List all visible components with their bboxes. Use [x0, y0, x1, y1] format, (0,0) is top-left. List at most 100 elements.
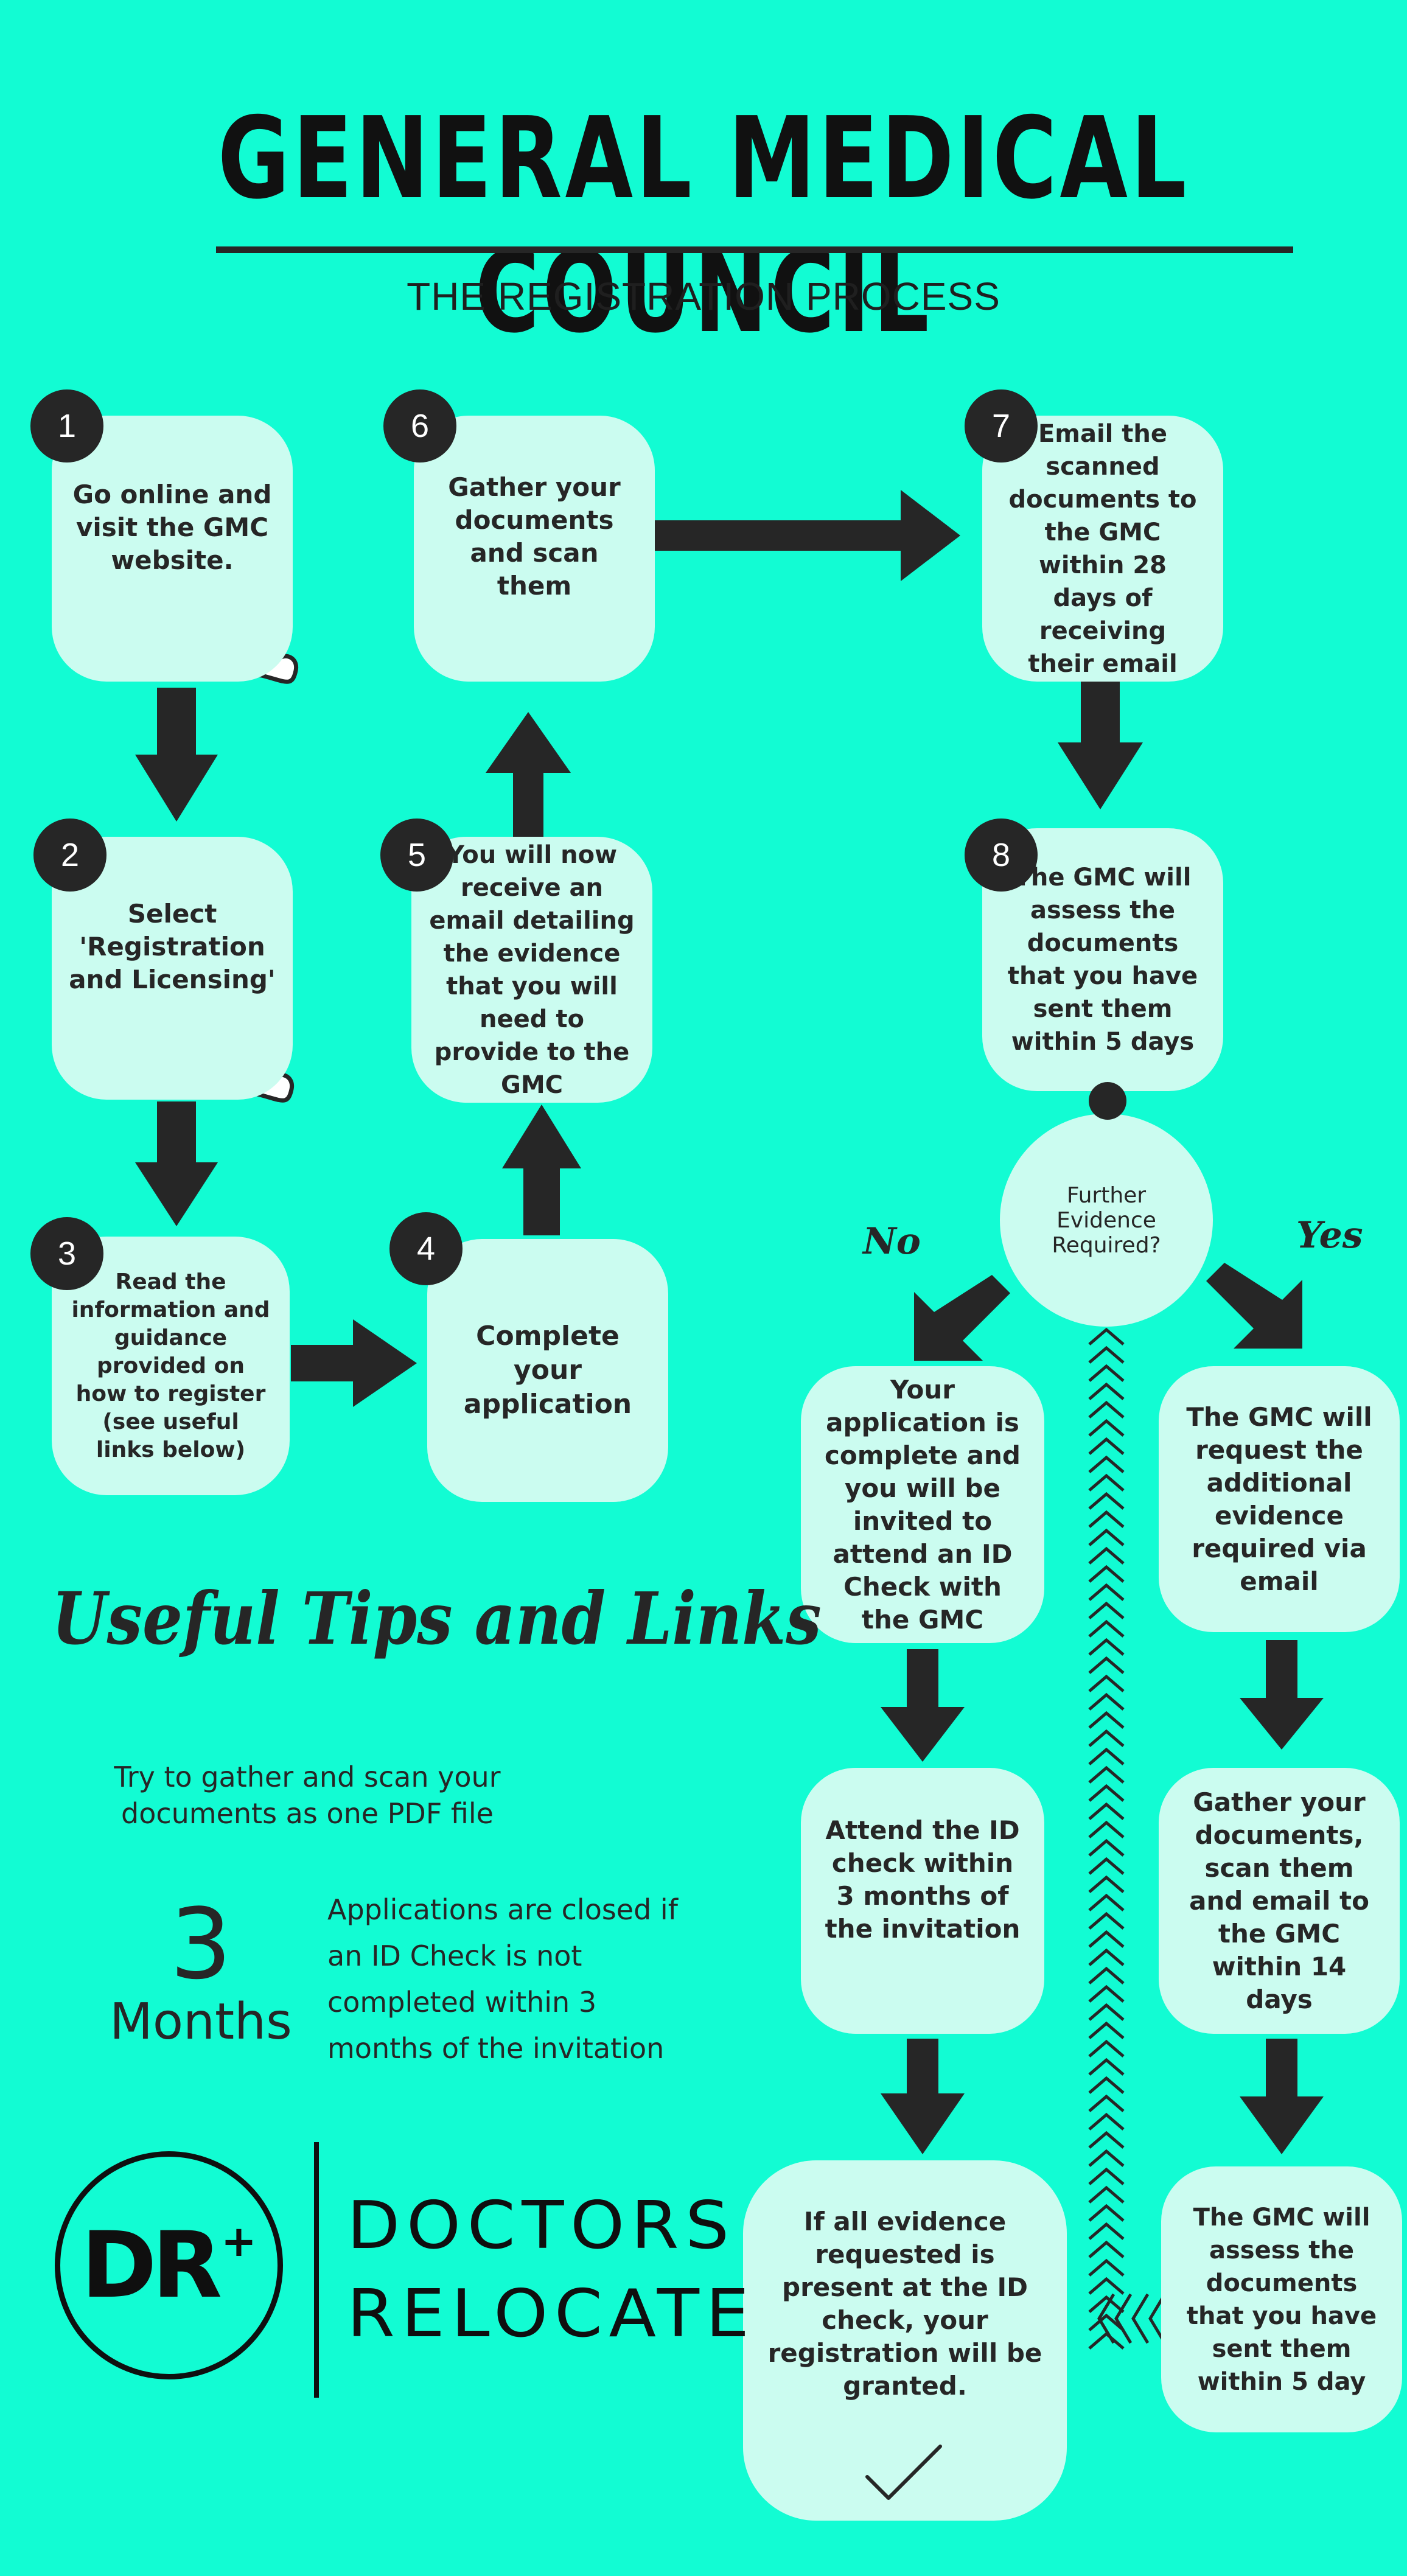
decision-node: Further Evidence Required?: [1000, 1114, 1213, 1327]
chevron-up-icon: [1088, 1747, 1125, 1765]
chevron-up-icon: [1088, 2112, 1125, 2131]
step-5-text: You will now receive an email detailing …: [429, 840, 635, 1099]
chevron-up-icon: [1088, 1875, 1125, 1893]
chevron-up-icon: [1088, 2076, 1125, 2094]
chevron-up-icon: [1088, 1802, 1125, 1820]
logo-divider: [314, 2142, 319, 2398]
logo-word-relocate: RELOCATE: [347, 2276, 756, 2352]
checkmark-icon: [865, 2445, 942, 2500]
arrow-no-2-to-3: [881, 2039, 965, 2154]
step-4-text: Complete your application: [463, 1321, 632, 1420]
chevron-up-icon: [1088, 1364, 1125, 1382]
chevron-up-icon: [1088, 1674, 1125, 1692]
chevron-up-icon: [1088, 2331, 1125, 2350]
arrow-no-1-to-2: [881, 1649, 965, 1762]
chevron-up-icon: [1088, 2240, 1125, 2258]
yes-branch-text-1: The GMC will request the additional evid…: [1186, 1401, 1372, 1596]
page-subtitle: THE REGISTRATION PROCESS: [407, 274, 1000, 318]
step-2-number: 2: [33, 819, 106, 892]
arrow-5-to-6: [486, 712, 571, 840]
chevron-up-icon: [1088, 1838, 1125, 1857]
arrow-yes-1-to-2: [1240, 1640, 1324, 1750]
step-3-text: Read the information and guidance provid…: [71, 1269, 270, 1462]
step-1-text: Go online and visit the GMC website.: [72, 479, 272, 575]
arrow-yes-2-to-3: [1240, 2039, 1324, 2154]
chevron-up-icon: [1088, 2058, 1125, 2076]
chevron-up-icon: [1088, 1528, 1125, 1546]
chevron-up-icon: [1088, 1638, 1125, 1656]
step-4-number: 4: [389, 1212, 463, 1285]
chevron-up-icon: [1088, 1546, 1125, 1565]
step-8-text: The GMC will assess the documents that y…: [1007, 864, 1198, 1056]
chevron-up-icon: [1088, 1930, 1125, 1948]
chevron-up-icon: [1088, 1619, 1125, 1638]
chevron-up-icon: [1088, 1492, 1125, 1510]
connector-dot: [1089, 1082, 1126, 1120]
step-7-text: Email the scanned documents to the GMC w…: [1008, 419, 1197, 678]
step-3-box: Read the information and guidance provid…: [52, 1237, 290, 1495]
step-6-box: Gather your documents and scan them: [414, 416, 655, 682]
arrow-1-to-2: [135, 688, 218, 822]
step-5-box: You will now receive an email detailing …: [411, 837, 652, 1103]
arrow-decision-to-no: [914, 1275, 1010, 1361]
tips-heading: Useful Tips and Links: [52, 1576, 822, 1661]
step-4-box: Complete your application: [427, 1239, 668, 1502]
chevron-up-icon: [1088, 1400, 1125, 1419]
chevron-up-icon: [1088, 2295, 1125, 2313]
no-branch-text-2: Attend the ID check within 3 months of t…: [825, 1815, 1021, 1944]
chevron-up-icon: [1088, 1473, 1125, 1492]
arrow-4-to-5: [502, 1105, 581, 1235]
arrow-decision-to-yes: [1206, 1263, 1302, 1349]
arrow-3-to-4: [291, 1319, 417, 1407]
yes-branch-box-1: The GMC will request the additional evid…: [1159, 1366, 1400, 1632]
chevron-up-icon: [1088, 1601, 1125, 1619]
chevron-up-icon: [1088, 2222, 1125, 2240]
chevron-up-icon: [1088, 1510, 1125, 1528]
tip-big-unit: Months: [110, 1993, 292, 2051]
logo-mark: DR: [81, 2212, 222, 2319]
yes-branch-box-3: The GMC will assess the documents that y…: [1161, 2166, 1402, 2432]
step-1-number: 1: [30, 389, 103, 462]
arrow-2-to-3: [135, 1101, 218, 1226]
chevron-up-icon: [1088, 2094, 1125, 2112]
chevron-up-icon: [1088, 1784, 1125, 1802]
arrow-7-to-8: [1058, 682, 1143, 809]
tip-single-pdf: Try to gather and scan your documents as…: [114, 1761, 501, 1830]
chevron-up-icon: [1088, 1820, 1125, 1838]
no-branch-box-2: Attend the ID check within 3 months of t…: [801, 1768, 1044, 2034]
logo-plus: +: [221, 2216, 257, 2266]
chevron-up-icon: [1088, 1692, 1125, 1711]
chevron-left-icon: [1097, 2293, 1167, 2344]
chevron-up-icon: [1088, 2131, 1125, 2149]
step-8-number: 8: [965, 819, 1038, 892]
tip-big-number: 3: [170, 1887, 232, 2001]
doctors-relocate-logo: DR+: [55, 2151, 283, 2379]
no-branch-text-1: Your application is complete and you wil…: [825, 1374, 1021, 1635]
yes-label: Yes: [1296, 1214, 1363, 1257]
yes-branch-box-2: Gather your documents, scan them and ema…: [1159, 1768, 1400, 2034]
step-6-text: Gather your documents and scan them: [448, 472, 621, 601]
title-divider: [216, 246, 1293, 253]
chevron-up-icon: [1088, 1966, 1125, 1984]
chevron-up-icon: [1088, 2039, 1125, 2058]
chevron-up-icon: [1088, 1656, 1125, 1674]
decision-question: Further Evidence Required?: [1052, 1182, 1161, 1258]
no-branch-box-1: Your application is complete and you wil…: [801, 1366, 1044, 1643]
step-6-number: 6: [383, 389, 456, 462]
chevron-up-icon: [1088, 1455, 1125, 1473]
chevron-up-icon: [1088, 2021, 1125, 2039]
chevron-up-icon: [1088, 1711, 1125, 1729]
no-branch-text-3: If all evidence requested is present at …: [767, 2207, 1042, 2401]
chevron-up-icon: [1088, 1346, 1125, 1364]
chevron-up-icon: [1088, 1893, 1125, 1911]
chevron-up-icon: [1088, 2313, 1125, 2331]
yes-branch-text-3: The GMC will assess the documents that y…: [1186, 2203, 1377, 2396]
chevron-up-icon: [1088, 1729, 1125, 1747]
chevron-up-icon: [1088, 1327, 1125, 2350]
step-7-number: 7: [965, 389, 1038, 462]
chevron-up-icon: [1088, 2204, 1125, 2222]
step-5-number: 5: [380, 819, 453, 892]
chevron-up-icon: [1088, 1437, 1125, 1455]
tip-id-check-deadline: Applications are closed if an ID Check i…: [327, 1893, 678, 2065]
